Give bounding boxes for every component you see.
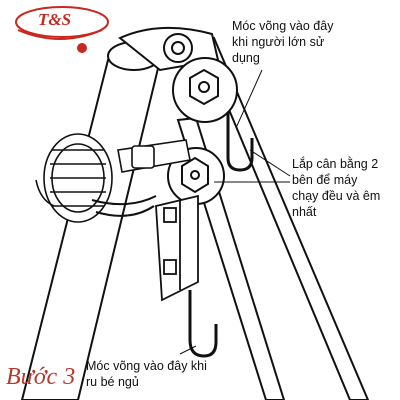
motor-icon [35, 133, 113, 223]
hook-plate [155, 194, 199, 302]
lower-pulley [167, 147, 225, 205]
logo-text: T&S [38, 10, 72, 29]
annotation-baby-hook: Móc võng vào đây khi ru bé ngủ [86, 359, 207, 389]
annotation-adult-hook: Móc võng vào đây khi người lớn sử dụng [232, 19, 334, 65]
axle-rod [91, 139, 191, 217]
logo-dot [77, 43, 87, 53]
baby-hook-icon [188, 290, 218, 358]
bolt-icon [172, 57, 238, 123]
brand-logo [15, 6, 109, 53]
annotation-balance: Lắp cân bằng 2 bên để máy chạy đều và êm… [292, 157, 381, 219]
stand-leg-left [20, 41, 162, 400]
leader-lines [179, 69, 291, 355]
hook-icon [226, 112, 254, 172]
step-label: Bước 3 [6, 364, 76, 390]
